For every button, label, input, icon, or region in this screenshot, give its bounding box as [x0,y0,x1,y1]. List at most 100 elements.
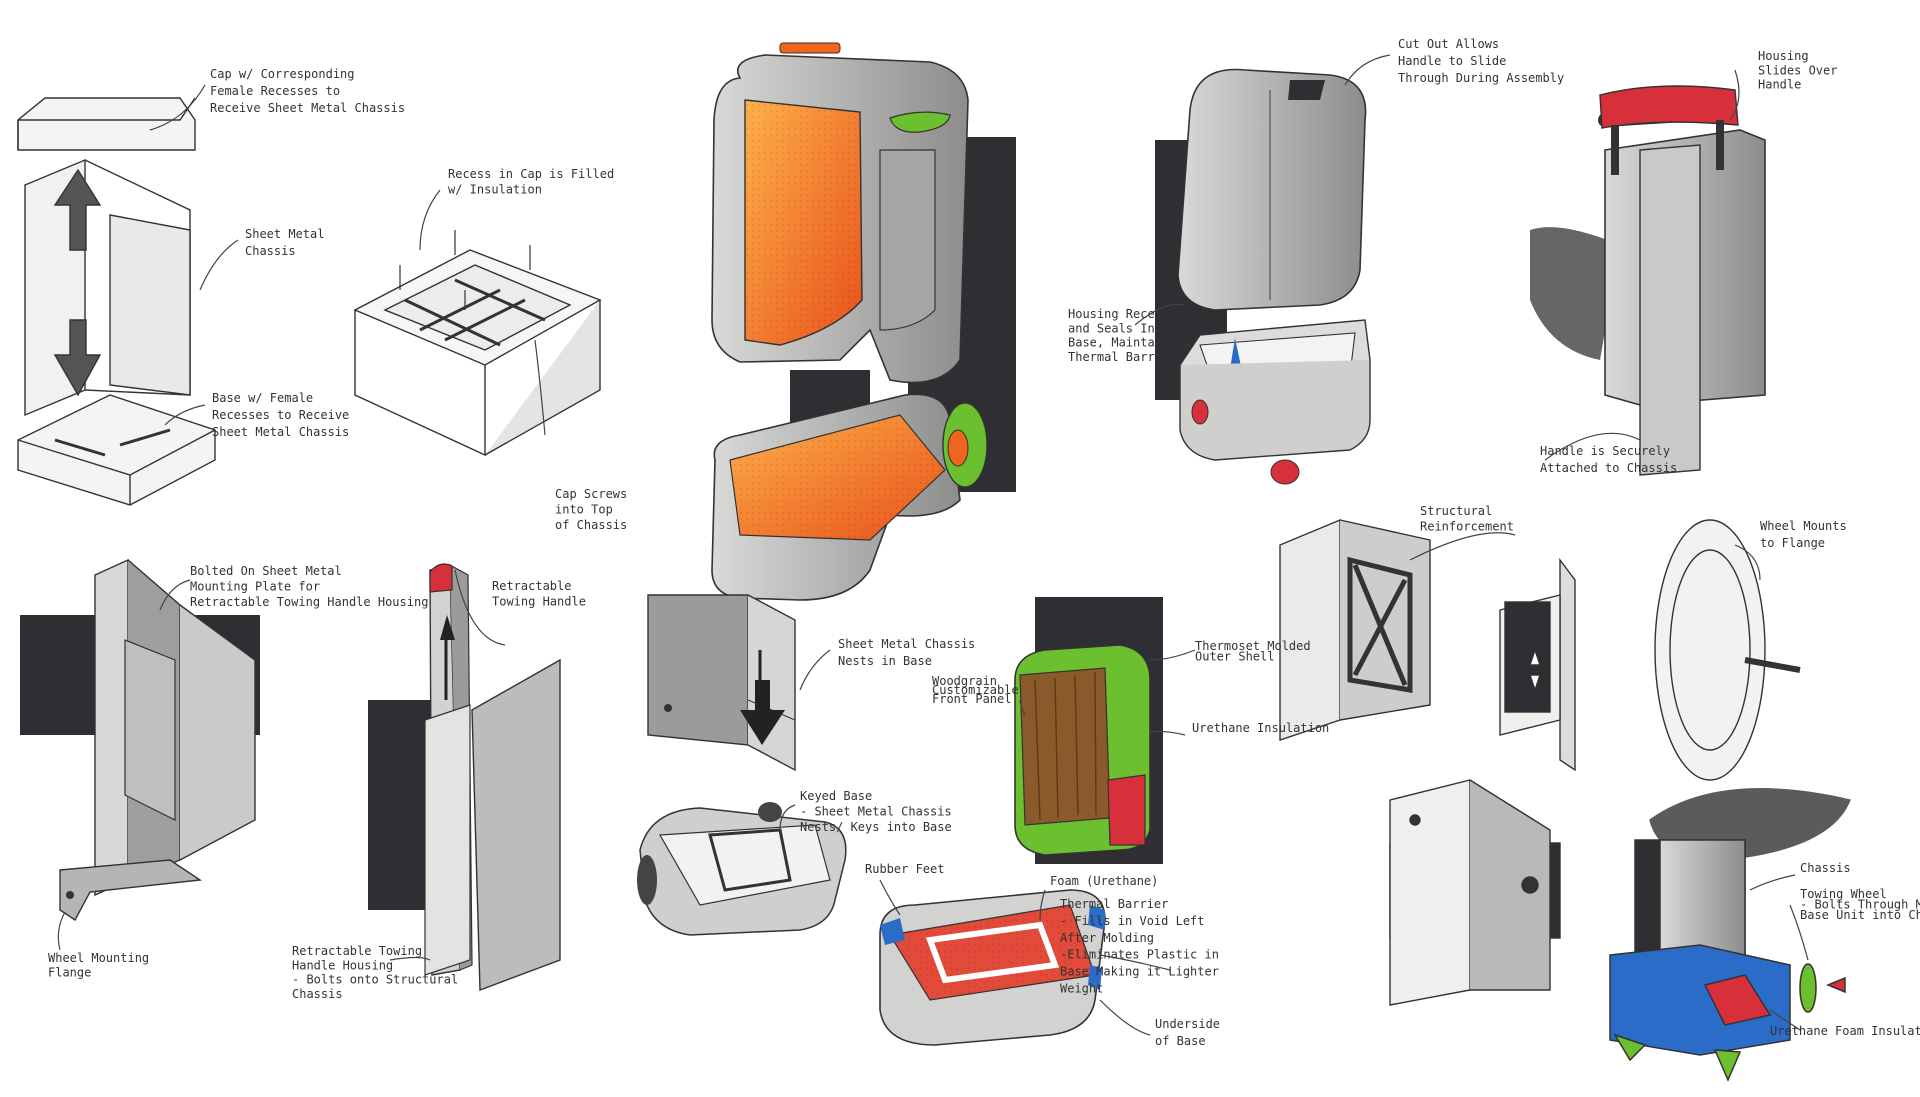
note-line: Thermal Barrier [1060,897,1168,911]
exploded-assembly-sketch [17,97,216,506]
woodgrain-cooler-render [1014,597,1163,864]
note-line: of Chassis [555,518,627,532]
note-line: Recess in Cap is Filled [448,167,614,181]
note-line: Sheet Metal Chassis [838,637,975,651]
structural-reinforcement-sketch [1279,518,1431,741]
note-line: Handle is Securely [1540,444,1670,458]
note-line: -Eliminates Plastic in [1060,948,1219,962]
note-line: to Flange [1760,536,1825,550]
note-line: Nests/ Keys into Base [800,820,952,834]
housing-over-base-render [1155,68,1371,485]
note-line: Bolted On Sheet Metal [190,564,342,578]
note-line: - Bolts onto Structural [292,973,458,987]
note-line: Retractable [492,579,571,593]
note-recess: Recess in Cap is Filled w/ Insulation [448,167,614,197]
note-line: w/ Insulation [448,183,542,197]
cooler-render-main [711,42,1016,601]
note-line: Urethane Foam Insulation [1770,1024,1920,1038]
note-line: - Fills in Void Left [1060,914,1205,928]
note-line: Slides Over [1758,63,1837,77]
underside-base-render [879,889,1106,1046]
note-line: Outer Shell [1195,649,1274,663]
note-line: Front Panel [932,692,1011,706]
note-line: Handle [1758,78,1801,92]
note-line: Housing [1758,49,1809,63]
note-line: Keyed Base [800,789,872,803]
note-line: and Seals Into [1068,321,1169,335]
note-line: Wheel Mounts [1760,519,1847,533]
note-line: Cap Screws [555,487,627,501]
note-line: Cut Out Allows [1398,37,1499,51]
note-line: Foam (Urethane) [1050,874,1158,888]
note-line: Handle Housing [292,958,393,972]
note-line: Nests in Base [838,654,932,668]
note-line: Weight [1060,982,1103,996]
note-line: into Top [555,503,613,517]
note-chassis: Chassis [1800,861,1851,875]
note-line: Chassis [245,244,296,258]
note-line: Housing Recesses [1068,307,1184,321]
note-urethane-insulation: Urethane Insulation [1192,721,1329,735]
leader-lines [57,54,1809,1036]
wheel-mount-sketch [1499,519,1851,861]
note-line: Base, Maintaining [1068,336,1191,350]
note-line: Structural [1420,504,1492,518]
retractable-handle-render [368,563,561,991]
note-line: Rubber Feet [865,862,944,876]
note-line: Urethane Insulation [1192,721,1329,735]
note-line: Retractable Towing Handle Housing [190,595,428,609]
handle-slide-render [1530,85,1766,476]
note-line: Thermal Barrier [1068,350,1176,364]
note-line: Mounting Plate for [190,580,320,594]
note-line: Chassis [292,987,343,1001]
keyed-base-render [637,802,847,936]
note-rubber-feet: Rubber Feet [865,862,944,876]
mounting-plate-render [20,558,260,922]
note-line: Woodgrain [932,674,997,688]
note-line: - Bolts Through Molded [1800,897,1920,911]
note-line: Sheet Metal Chassis [212,425,349,439]
blue-base-render [1609,839,1846,1082]
note-line: Through During Assembly [1398,71,1564,85]
note-wheel-mounts: Wheel Mounts to Flange [1760,519,1847,550]
note-line: Wheel Mounting [48,951,149,965]
sheet-metal-nests-render [647,594,796,772]
note-line: Handle to Slide [1398,54,1506,68]
note-line: Base w/ Female [212,391,313,405]
note-line: Sheet Metal [245,227,324,241]
note-line: Base Unit into Chassis [1800,908,1920,922]
note-line: Flange [48,965,91,979]
cap-screws-sketch [353,230,602,457]
note-line: Thermoset Molded [1195,639,1311,653]
note-line: Retractable Towing [292,944,422,958]
note-underside: Underside of Base [1155,1017,1220,1048]
note-line: Reinforcement [1420,520,1514,534]
note-foam: Foam (Urethane) [1050,874,1158,888]
note-line: Chassis [1800,861,1851,875]
note-line: Customizable [932,683,1019,697]
note-line: Receive Sheet Metal Chassis [210,101,405,115]
note-line: Underside [1155,1017,1220,1031]
flange-plate-sketch [1389,779,1561,1006]
note-line: of Base [1155,1034,1206,1048]
note-line: Towing Handle [492,595,586,609]
note-towing-wheel: Towing Wheel- Bolts Through MoldedBase U… [1800,887,1920,922]
